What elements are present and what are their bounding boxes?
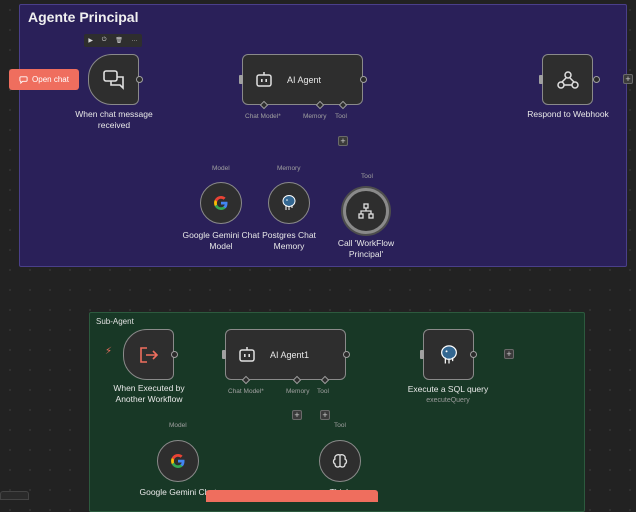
add-memory-button[interactable]: +	[292, 410, 302, 420]
gemini-main-node[interactable]	[200, 182, 242, 224]
add-tool-button-sub[interactable]: +	[320, 410, 330, 420]
brain-icon	[332, 454, 348, 468]
gemini-sub-port-label: Model	[169, 422, 187, 429]
sql-query-input[interactable]	[420, 350, 424, 359]
call-workflow-port-label: Tool	[361, 173, 373, 180]
chat-trigger-caption: When chat message received	[75, 109, 153, 130]
ai-agent1-chat-model-label: Chat Model*	[228, 388, 264, 395]
sub-group-title: Sub-Agent	[96, 317, 134, 326]
ai-agent1-label: AI Agent1	[270, 349, 310, 360]
chat-trigger-node[interactable]	[88, 54, 139, 105]
postgres-memory-node[interactable]	[268, 182, 310, 224]
robot-icon	[256, 71, 272, 87]
respond-webhook-caption: Respond to Webhook	[527, 109, 609, 119]
play-icon[interactable]: ▶	[88, 38, 93, 44]
bottom-action-button[interactable]	[206, 490, 378, 502]
more-icon[interactable]: ···	[131, 37, 138, 44]
ai-agent-output[interactable]	[360, 76, 367, 83]
postgres-icon	[282, 195, 296, 210]
exec-trigger-output[interactable]	[171, 351, 178, 358]
exec-trigger-node[interactable]	[123, 329, 174, 380]
webhook-icon	[556, 70, 579, 89]
ai-agent-input[interactable]	[239, 75, 243, 84]
ai-agent-tool-label: Tool	[335, 113, 347, 120]
ai-agent-memory-label: Memory	[303, 113, 327, 120]
exec-trigger-caption: When Executed by Another Workflow	[113, 383, 185, 404]
add-tool-button[interactable]: +	[338, 136, 348, 146]
chat-icon	[102, 69, 124, 90]
trigger-bolt-icon: ⚡	[105, 346, 113, 357]
gemini-main-port-label: Model	[212, 165, 230, 172]
ai-agent1-node[interactable]: AI Agent1	[225, 329, 346, 380]
add-after-sql-button[interactable]: +	[504, 349, 514, 359]
postgres-icon	[440, 344, 457, 364]
power-icon[interactable]: ⏻	[101, 37, 107, 43]
ai-agent1-input[interactable]	[222, 350, 226, 359]
robot-icon	[239, 346, 255, 362]
sql-query-caption: Execute a SQL query	[407, 384, 489, 394]
think-node[interactable]	[319, 440, 361, 482]
bottom-left-button[interactable]	[0, 491, 29, 500]
ai-agent-label: AI Agent	[287, 74, 322, 85]
chat-trigger-output[interactable]	[136, 76, 143, 83]
postgres-port-label: Memory	[277, 165, 301, 172]
chat-bubble-icon	[19, 76, 28, 84]
main-group-title: Agente Principal	[28, 9, 139, 25]
node-toolbar: ▶ ⏻ 🗑 ···	[84, 34, 142, 47]
ai-agent1-output[interactable]	[343, 351, 350, 358]
sign-out-icon	[139, 346, 158, 363]
call-workflow-caption: Call 'WorkFlow Principal'	[337, 238, 395, 259]
respond-webhook-node[interactable]	[542, 54, 593, 105]
gemini-sub-node[interactable]	[157, 440, 199, 482]
gemini-main-caption: Google Gemini Chat Model	[182, 230, 260, 251]
open-chat-button[interactable]: Open chat	[9, 69, 79, 90]
think-port-label: Tool	[334, 422, 346, 429]
google-icon	[214, 196, 228, 210]
add-after-webhook-button[interactable]: +	[623, 74, 633, 84]
gemini-sub-caption: Google Gemini Chat	[139, 487, 217, 497]
ai-agent1-tool-label: Tool	[317, 388, 329, 395]
sql-query-node[interactable]	[423, 329, 474, 380]
google-icon	[171, 454, 185, 468]
main-agent-group[interactable]: Agente Principal	[19, 4, 627, 267]
postgres-memory-caption: Postgres Chat Memory	[262, 230, 316, 251]
trash-icon[interactable]: 🗑	[115, 38, 123, 44]
sql-query-subtitle: executeQuery	[426, 397, 470, 404]
ai-agent1-memory-label: Memory	[286, 388, 310, 395]
ai-agent-node[interactable]: AI Agent	[242, 54, 363, 105]
sitemap-icon	[358, 203, 374, 219]
call-workflow-node[interactable]	[343, 188, 389, 234]
respond-webhook-output[interactable]	[593, 76, 600, 83]
sql-query-output[interactable]	[470, 351, 477, 358]
open-chat-label: Open chat	[32, 75, 69, 84]
respond-webhook-input[interactable]	[539, 75, 543, 84]
ai-agent-chat-model-label: Chat Model*	[245, 113, 281, 120]
